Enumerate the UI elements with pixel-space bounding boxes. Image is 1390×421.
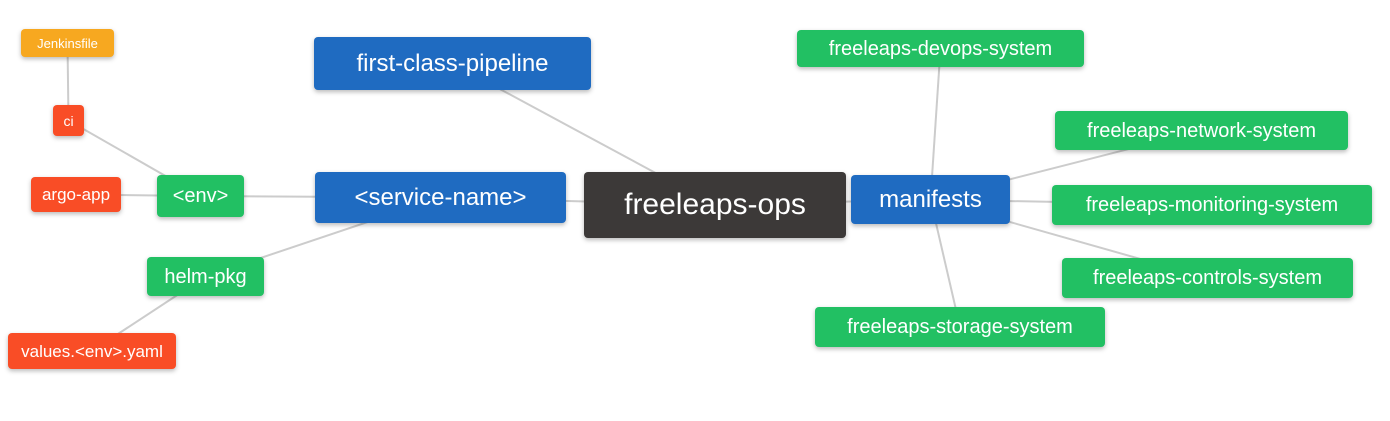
node-first-class-pipeline[interactable]: first-class-pipeline xyxy=(314,37,591,90)
node-env[interactable]: <env> xyxy=(157,175,244,217)
node-controls-system[interactable]: freeleaps-controls-system xyxy=(1062,258,1353,298)
node-storage-system[interactable]: freeleaps-storage-system xyxy=(815,307,1105,347)
node-ci[interactable]: ci xyxy=(53,105,84,136)
edge-manifests-devops-system xyxy=(929,48,942,200)
node-helm-pkg[interactable]: helm-pkg xyxy=(147,257,264,296)
node-argo-app[interactable]: argo-app xyxy=(31,177,121,212)
node-jenkinsfile[interactable]: Jenkinsfile xyxy=(21,29,114,57)
node-manifests[interactable]: manifests xyxy=(851,175,1010,224)
node-service-name[interactable]: <service-name> xyxy=(315,172,566,223)
node-devops-system[interactable]: freeleaps-devops-system xyxy=(797,30,1084,67)
node-freeleaps-ops[interactable]: freeleaps-ops xyxy=(584,172,846,238)
node-network-system[interactable]: freeleaps-network-system xyxy=(1055,111,1348,150)
node-monitoring-system[interactable]: freeleaps-monitoring-system xyxy=(1052,185,1372,225)
node-values-env-yaml[interactable]: values.<env>.yaml xyxy=(8,333,176,369)
